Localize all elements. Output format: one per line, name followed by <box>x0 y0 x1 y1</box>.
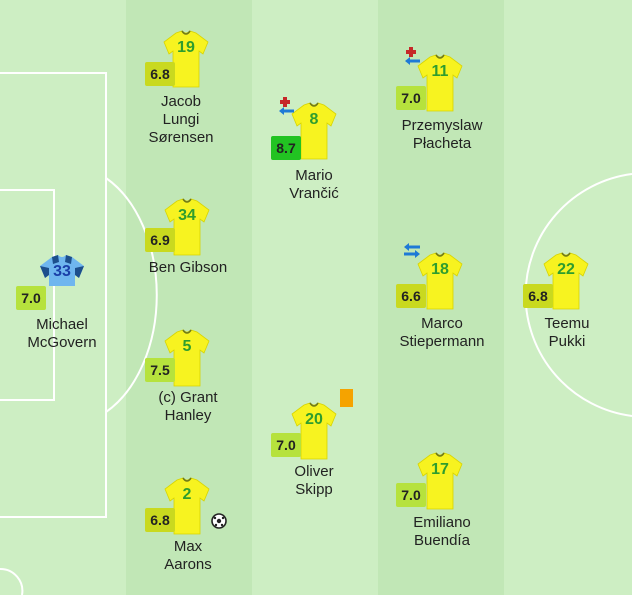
goal-area-line <box>0 189 55 401</box>
shirt-icon: 17 <box>415 452 465 510</box>
player-card[interactable]: 8 8.7 Mario Vrančić <box>249 97 379 217</box>
player-rating: 6.8 <box>523 284 553 308</box>
player-name: Oliver Skipp <box>294 463 334 498</box>
player-rating: 7.0 <box>396 86 426 110</box>
player-card[interactable]: 33 7.0 Michael McGovern <box>0 254 127 374</box>
corner-arc-line <box>0 567 24 595</box>
player-name: (c) Grant Hanley <box>158 389 218 424</box>
player-name: Teemu Pukki <box>544 315 590 350</box>
player-card[interactable]: 22 6.8 Teemu Pukki <box>502 252 632 372</box>
substitution-icon <box>279 97 294 115</box>
player-name: Przemyslaw Płacheta <box>401 117 483 152</box>
goalkeeper-shirt-icon: 33 <box>37 254 87 312</box>
shirt-icon: 18 <box>415 252 465 310</box>
shirt-icon: 22 <box>541 252 591 310</box>
player-card[interactable]: 34 6.9 Ben Gibson <box>123 198 253 318</box>
shirt-number: 2 <box>182 486 192 503</box>
player-rating: 7.0 <box>16 286 46 310</box>
shirt-number: 5 <box>182 338 192 355</box>
shirt-number: 8 <box>309 111 319 128</box>
player-name: Jacob Lungi Sørensen <box>148 93 214 146</box>
yellow-card-icon <box>340 389 353 407</box>
penalty-arc-line <box>105 177 158 413</box>
player-rating: 6.8 <box>145 508 175 532</box>
player-card[interactable]: 18 6.6 Marco Stiepermann <box>377 243 507 372</box>
shirt-icon: 8 <box>289 102 339 160</box>
player-name: Emiliano Buendía <box>413 514 471 549</box>
player-name: Max Aarons <box>164 538 212 573</box>
shirt-icon: 20 <box>289 402 339 460</box>
player-rating: 6.8 <box>145 62 175 86</box>
shirt-number: 20 <box>305 411 323 428</box>
shirt-number: 19 <box>177 39 195 56</box>
shirt-number: 33 <box>53 263 71 280</box>
shirt-number: 11 <box>431 63 449 80</box>
player-card[interactable]: 19 6.8 Jacob Lungi Sørensen <box>116 30 246 150</box>
player-card[interactable]: 5 7.5 (c) Grant Hanley <box>123 329 253 449</box>
shirt-number: 22 <box>557 261 575 278</box>
shirt-number: 17 <box>431 461 449 478</box>
pitch-stripe <box>252 0 378 595</box>
player-rating: 7.5 <box>145 358 175 382</box>
player-card[interactable]: 20 7.0 Oliver Skipp <box>249 389 379 522</box>
substitution-icon <box>405 47 420 65</box>
shirt-icon: 34 <box>162 198 212 256</box>
player-rating: 8.7 <box>271 136 301 160</box>
player-name: Mario Vrančić <box>289 167 339 202</box>
shirt-number: 18 <box>431 261 449 278</box>
penalty-area-line <box>0 72 107 518</box>
player-card[interactable]: 11 7.0 Przemyslaw Płacheta <box>377 47 507 168</box>
shirt-icon: 11 <box>415 54 465 112</box>
player-card[interactable]: 17 7.0 Emiliano Buendía <box>377 452 507 572</box>
shirt-number: 34 <box>178 207 196 224</box>
player-rating: 6.6 <box>396 284 426 308</box>
soccer-ball-icon <box>211 513 227 529</box>
player-name: Marco Stiepermann <box>399 315 485 350</box>
player-rating: 7.0 <box>396 483 426 507</box>
shirt-icon: 19 <box>161 30 211 88</box>
player-rating: 6.9 <box>145 228 175 252</box>
player-card[interactable]: 2 6.8 Max Aarons <box>123 477 253 595</box>
substitution-out-icon <box>404 243 420 258</box>
player-name: Michael McGovern <box>27 316 97 351</box>
player-rating: 7.0 <box>271 433 301 457</box>
player-name: Ben Gibson <box>148 259 228 276</box>
